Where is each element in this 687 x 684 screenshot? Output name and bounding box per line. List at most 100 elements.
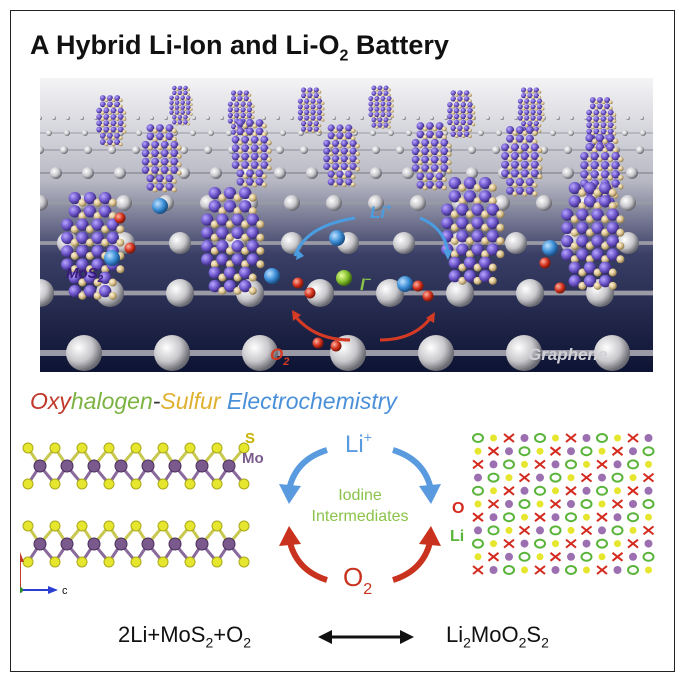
carbon-atom bbox=[562, 167, 574, 179]
carbon-atom bbox=[442, 130, 448, 136]
s-atom bbox=[261, 173, 267, 179]
s-atom bbox=[122, 129, 127, 134]
mo-atom bbox=[586, 109, 593, 116]
carbon-atom bbox=[368, 195, 384, 211]
carbon-atom bbox=[492, 146, 500, 154]
s-atom bbox=[328, 143, 334, 149]
s-atom bbox=[233, 273, 242, 282]
s-atom bbox=[115, 123, 120, 128]
s-atom bbox=[301, 112, 306, 117]
mo-atom bbox=[246, 119, 254, 127]
mo-atom bbox=[520, 434, 529, 442]
s-atom bbox=[375, 93, 379, 97]
carbon-atom bbox=[66, 335, 102, 371]
s-atom bbox=[381, 88, 385, 92]
s-atom bbox=[531, 90, 535, 94]
o2-arrowhead-right bbox=[419, 526, 441, 546]
s-atom bbox=[226, 260, 234, 269]
s-atom bbox=[384, 114, 388, 119]
carbon-atom bbox=[486, 116, 490, 120]
s-atom bbox=[231, 104, 236, 108]
mo-atom bbox=[246, 213, 259, 226]
carbon-atom bbox=[204, 146, 212, 154]
mo-atom bbox=[604, 103, 611, 110]
heading-oxy: Oxy bbox=[30, 388, 71, 414]
o-bond bbox=[627, 433, 639, 443]
s-atom bbox=[301, 107, 306, 111]
mos2-stacks bbox=[61, 85, 625, 300]
mo-atom bbox=[236, 177, 245, 186]
mo-atom bbox=[174, 105, 180, 110]
mo-atom bbox=[383, 122, 389, 128]
s-atom bbox=[184, 442, 196, 454]
mo-atom bbox=[561, 221, 574, 235]
battery-scene-illustration: Li+ I− O2 MoS2 Graphene bbox=[40, 78, 653, 372]
mo-atom bbox=[371, 117, 377, 123]
s-atom bbox=[372, 109, 376, 113]
mo-atom bbox=[460, 119, 467, 126]
mo-atom bbox=[195, 537, 209, 551]
s-atom bbox=[122, 117, 127, 122]
mo-atom bbox=[68, 284, 81, 298]
li-atom bbox=[596, 433, 608, 443]
li-ion bbox=[542, 240, 558, 256]
s-atom bbox=[605, 112, 610, 117]
carbon-atom bbox=[640, 130, 646, 136]
mo-atom bbox=[517, 115, 523, 121]
li-atom bbox=[611, 472, 624, 483]
electrochemistry-heading: Oxyhalogen-Sulfur Electrochemistry bbox=[30, 388, 397, 415]
s-atom bbox=[301, 101, 306, 105]
mo-atom bbox=[68, 205, 81, 218]
mo-atom bbox=[91, 218, 104, 231]
s-atom bbox=[570, 241, 579, 250]
s-atom bbox=[597, 174, 603, 181]
mo-atom bbox=[471, 203, 484, 216]
mo-atom bbox=[156, 174, 164, 183]
carbon-atom bbox=[478, 130, 484, 136]
mo-atom bbox=[457, 96, 463, 102]
mo-atom bbox=[456, 203, 469, 216]
s-atom bbox=[76, 478, 88, 490]
s-atom bbox=[464, 122, 469, 127]
s-atom bbox=[186, 117, 190, 121]
label-li: Li bbox=[450, 528, 465, 545]
s-atom bbox=[189, 107, 193, 111]
carbon-atom bbox=[276, 146, 284, 154]
mo-atom bbox=[141, 157, 150, 166]
mo-atom bbox=[450, 96, 457, 102]
s-atom bbox=[130, 442, 142, 454]
mos2-layers bbox=[22, 442, 250, 568]
s-atom bbox=[108, 291, 117, 300]
s-atom bbox=[541, 118, 545, 122]
s-atom bbox=[78, 212, 87, 221]
mo-atom bbox=[593, 128, 600, 135]
s-atom bbox=[175, 117, 179, 121]
carbon-atom bbox=[280, 130, 286, 136]
o-bond bbox=[627, 486, 639, 496]
mo-atom bbox=[96, 107, 103, 114]
mo-atom bbox=[336, 178, 344, 186]
s-atom bbox=[586, 255, 594, 264]
s-atom bbox=[314, 112, 319, 117]
carbon-atom bbox=[276, 116, 280, 120]
mo-atom bbox=[223, 279, 237, 293]
o-bond bbox=[611, 552, 624, 562]
s-atom bbox=[512, 130, 518, 136]
o-bond bbox=[487, 446, 500, 456]
mo-atom bbox=[457, 131, 463, 137]
s-atom bbox=[507, 147, 513, 154]
mo-atom bbox=[241, 161, 250, 169]
s-atom bbox=[612, 138, 619, 144]
s-atom bbox=[100, 117, 105, 122]
s-atom bbox=[247, 148, 253, 154]
carbon-atom bbox=[242, 335, 278, 371]
s-atom bbox=[607, 156, 614, 163]
mo-atom bbox=[183, 115, 188, 120]
carbon-atom bbox=[496, 130, 502, 136]
mo-atom bbox=[76, 258, 89, 271]
mo-atom bbox=[310, 109, 316, 115]
s-atom bbox=[586, 165, 593, 172]
mo-atom bbox=[374, 106, 380, 112]
s-atom bbox=[586, 228, 594, 237]
mo-atom bbox=[307, 121, 313, 127]
